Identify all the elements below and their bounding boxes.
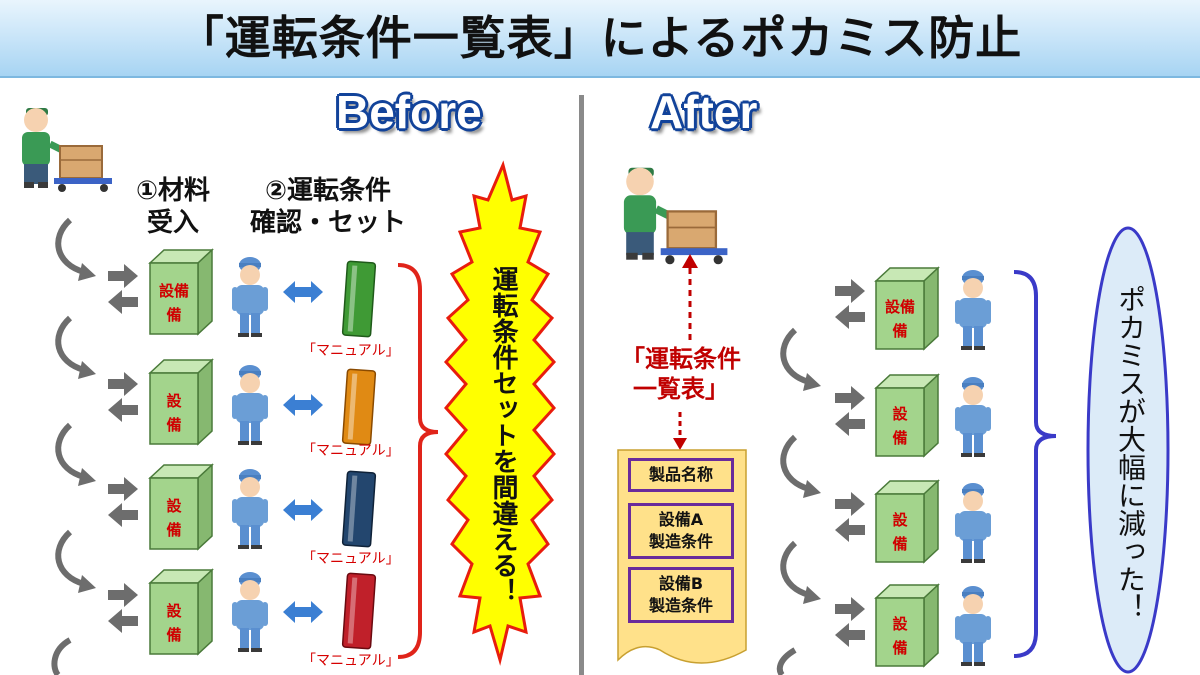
doc-item-2-line2: 製造条件 — [648, 532, 713, 551]
manual-book-green — [341, 260, 377, 338]
svg-text:備: 備 — [166, 521, 181, 539]
equipment-cube: 設備 備 — [148, 248, 214, 336]
blue-brace — [1013, 270, 1057, 658]
equipment-cube: 設 備 — [148, 358, 214, 446]
svg-text:備: 備 — [166, 416, 181, 434]
doc-item-2-line1: 設備A — [658, 510, 704, 529]
manual-book-navy — [341, 470, 377, 548]
before-row-1: 設備 備 — [58, 220, 377, 338]
step2-label: ②運転条件 確認・セット — [248, 175, 408, 239]
worker-icon — [232, 572, 268, 652]
manual-label-2: 「マニュアル」 — [302, 443, 400, 459]
after-row-1: 設備 備 — [835, 266, 991, 351]
worker-icon — [955, 483, 991, 563]
svg-text:設: 設 — [892, 405, 908, 423]
operation-list-label-line1: 「運転条件 — [621, 345, 741, 373]
before-row-4: 設 備 — [51, 532, 377, 675]
after-cart-worker — [624, 168, 728, 265]
worker-icon — [955, 586, 991, 666]
worker-icon — [955, 377, 991, 457]
svg-text:備: 備 — [892, 429, 907, 447]
doc-item-equipment-b: 設備B 製造条件 — [628, 567, 734, 623]
worker-icon — [232, 257, 268, 337]
worker-icon — [232, 365, 268, 445]
doc-item-1-line1: 製品名称 — [648, 465, 713, 484]
svg-text:設: 設 — [166, 497, 182, 515]
page-title: 「運転条件一覧表」によるポカミス防止 — [177, 11, 1023, 65]
step2-line1: ②運転条件 — [264, 176, 391, 206]
equipment-cube: 設 備 — [874, 583, 940, 668]
svg-text:備: 備 — [892, 322, 907, 340]
before-cart-worker — [22, 108, 112, 192]
operation-list-label-line2: 一覧表」 — [633, 375, 729, 403]
error-burst — [443, 160, 557, 666]
after-equipment-label: 設備 — [885, 298, 915, 316]
double-arrow-icon — [283, 499, 323, 521]
svg-text:設: 設 — [892, 511, 908, 529]
doc-item-3-line2: 製造条件 — [648, 596, 713, 615]
worker-icon — [955, 270, 991, 350]
result-text: ポカミスが大幅に減った！ — [1114, 285, 1147, 621]
double-arrow-icon — [283, 394, 323, 416]
svg-text:設: 設 — [892, 615, 908, 633]
equipment-label-1: 設備 — [159, 282, 189, 300]
double-arrow-icon — [283, 281, 323, 303]
title-banner — [0, 0, 1200, 78]
equipment-cube: 設 備 — [148, 463, 214, 551]
step2-line2: 確認・セット — [249, 208, 406, 238]
before-label: Before — [336, 86, 482, 138]
manual-book-red — [341, 572, 377, 650]
manual-label-3: 「マニュアル」 — [302, 551, 400, 567]
step1-label: ①材料 受入 — [118, 175, 228, 239]
step1-line1: ①材料 — [135, 176, 210, 206]
equipment-cube: 設備 備 — [874, 266, 940, 351]
svg-text:備: 備 — [166, 626, 181, 644]
after-row-4: 設 備 — [776, 543, 991, 675]
result-oval — [1086, 226, 1170, 674]
red-brace — [397, 263, 439, 659]
after-row-3: 設 備 — [783, 437, 991, 564]
doc-item-product-name: 製品名称 — [628, 458, 734, 492]
svg-text:設: 設 — [166, 392, 182, 410]
operation-list-label: 「運転条件 一覧表」 — [606, 344, 756, 404]
equipment-cube: 設 備 — [148, 568, 214, 656]
manual-label-1: 「マニュアル」 — [302, 343, 400, 359]
equipment-cube: 設 備 — [874, 479, 940, 564]
doc-item-equipment-a: 設備A 製造条件 — [628, 503, 734, 559]
manual-label-4: 「マニュアル」 — [302, 653, 400, 669]
section-divider — [579, 95, 584, 675]
svg-text:備: 備 — [892, 639, 907, 657]
before-row-3: 設 備 — [58, 425, 377, 551]
worker-icon — [232, 469, 268, 549]
step1-line2: 受入 — [146, 208, 199, 238]
doc-item-3-line1: 設備B — [658, 574, 704, 593]
double-arrow-icon — [283, 601, 323, 623]
svg-text:設: 設 — [166, 602, 182, 620]
burst-text: 運転条件セットを間違える！ — [488, 266, 518, 604]
svg-text:備: 備 — [892, 535, 907, 553]
svg-text:備: 備 — [166, 306, 181, 324]
after-row-2: 設 備 — [783, 330, 991, 458]
after-label: After — [650, 86, 758, 138]
before-row-2: 設 備 — [58, 318, 377, 446]
manual-book-orange — [341, 368, 377, 446]
equipment-cube: 設 備 — [874, 373, 940, 458]
